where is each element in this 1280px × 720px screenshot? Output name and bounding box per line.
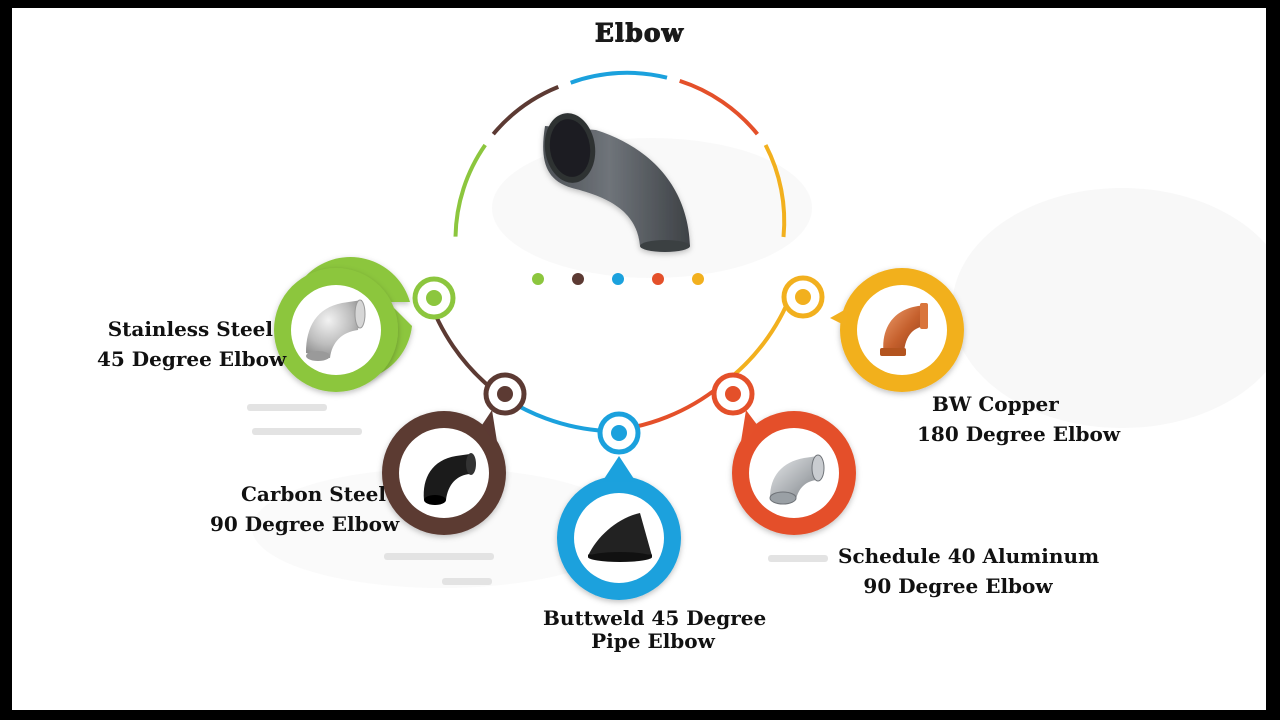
- node-yellow: [781, 275, 825, 319]
- buttweld-elbow-icon: [588, 513, 652, 562]
- node-red: [711, 372, 755, 416]
- node-blue: [597, 411, 641, 455]
- label-aluminum-line1: Schedule 40 Aluminum: [838, 544, 1100, 568]
- arc-segment-green: [453, 143, 487, 237]
- label-buttweld-line1: Buttweld 45 Degree: [543, 606, 767, 630]
- faint-placeholder-lines: [247, 404, 828, 585]
- node-brown: [483, 372, 527, 416]
- label-carbon-line2: 90 Degree Elbow: [210, 512, 400, 536]
- dot-yellow: [692, 273, 704, 285]
- callout-stainless: [274, 257, 412, 392]
- callout-buttweld: [557, 456, 681, 600]
- arc-nodes: [412, 275, 825, 455]
- copper-elbow-icon: [880, 303, 928, 356]
- label-stainless-line2: 45 Degree Elbow: [97, 347, 287, 371]
- dot-brown: [572, 273, 584, 285]
- callout-carbon: [382, 410, 506, 535]
- label-carbon-line1: Carbon Steel: [241, 482, 386, 506]
- stainless-elbow-icon: [306, 299, 366, 361]
- diagram-title: Elbow: [594, 18, 684, 47]
- label-copper-line2: 180 Degree Elbow: [917, 422, 1121, 446]
- center-elbow-icon: [543, 113, 690, 252]
- diagram-frame: Elbow: [12, 8, 1266, 710]
- callout-aluminum: [732, 410, 856, 535]
- upper-arc: [453, 70, 787, 238]
- label-stainless: Stainless Steel 45 Degree Elbow: [97, 314, 287, 374]
- lower-arc-red-yellow: [718, 291, 794, 388]
- callout-copper: [830, 268, 964, 392]
- label-aluminum: Schedule 40 Aluminum 90 Degree Elbow: [838, 541, 1100, 601]
- arc-segment-red: [679, 78, 759, 136]
- dot-blue: [612, 273, 624, 285]
- aluminum-elbow-icon: [769, 454, 825, 505]
- label-copper-line1: BW Copper: [932, 392, 1059, 416]
- label-stainless-line1: Stainless Steel: [107, 317, 273, 341]
- carbon-elbow-icon: [423, 453, 476, 505]
- node-green: [412, 276, 456, 320]
- label-aluminum-line2: 90 Degree Elbow: [863, 574, 1053, 598]
- label-copper: BW Copper 180 Degree Elbow: [917, 389, 1121, 449]
- label-buttweld: Buttweld 45 Degree Pipe Elbow: [543, 606, 767, 653]
- dot-green: [532, 273, 544, 285]
- label-buttweld-line2: Pipe Elbow: [591, 629, 715, 653]
- arc-segment-yellow: [763, 144, 787, 238]
- dot-red: [652, 273, 664, 285]
- arc-segment-blue: [570, 70, 668, 85]
- elbow-diagram: [247, 70, 1266, 600]
- arc-segment-brown: [491, 85, 560, 136]
- center-dots: [532, 273, 704, 285]
- label-carbon: Carbon Steel 90 Degree Elbow: [210, 479, 400, 539]
